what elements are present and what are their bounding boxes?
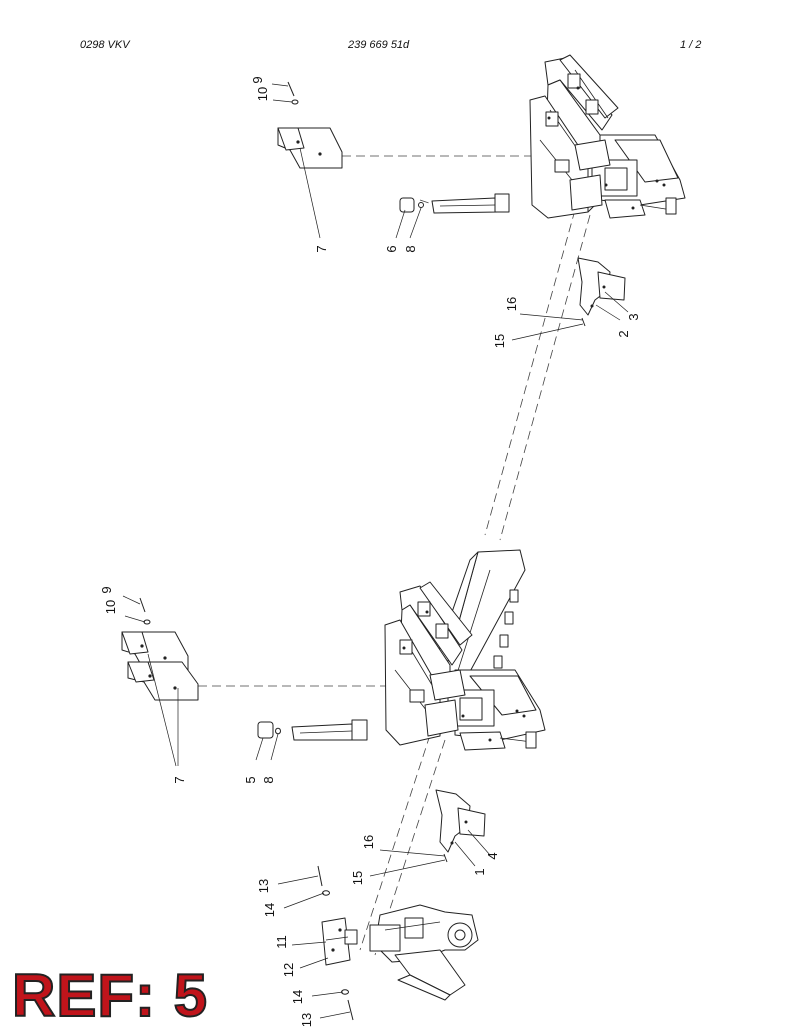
callout-16-upper: 16 [504, 297, 519, 311]
callout-9-lower: 9 [99, 586, 114, 593]
upper-plate-part-7 [277, 127, 343, 169]
callout-10-lower: 10 [103, 600, 118, 614]
callout-7-lower: 7 [172, 776, 187, 783]
lower-callouts: 9 10 7 5 8 16 15 1 4 13 14 11 12 14 13 [99, 586, 500, 1027]
callout-13-lower-bottom: 13 [299, 1013, 314, 1027]
document-code: 0298 VKV [80, 39, 130, 51]
upper-bracket-part-3 [577, 257, 626, 327]
part-number: 239 669 51d [348, 39, 410, 51]
callout-3-upper: 3 [626, 313, 641, 320]
ref-label: REF: 5 [11, 962, 209, 1029]
mounting-assembly [317, 865, 479, 1021]
callout-11-lower: 11 [274, 935, 289, 949]
callout-14-lower-top: 14 [262, 903, 277, 917]
callout-12-lower: 12 [281, 963, 296, 977]
upper-callouts: 9 10 7 6 8 16 15 2 3 [250, 76, 641, 348]
lower-cylinder-part-5 [257, 719, 368, 741]
assembly-lines [198, 155, 591, 956]
callout-6-upper: 6 [384, 245, 399, 252]
callout-15-upper: 15 [492, 334, 507, 348]
upper-cylinder-part-6 [399, 193, 510, 214]
upper-bolt-part-9 [287, 81, 299, 105]
lower-bracket-part-4 [435, 789, 486, 863]
callout-1-lower: 1 [472, 868, 487, 875]
callout-13-lower-top: 13 [256, 879, 271, 893]
callout-8-upper: 8 [403, 245, 418, 252]
callout-9-upper: 9 [250, 76, 265, 83]
callout-4-lower: 4 [485, 852, 500, 859]
page-number: 1 / 2 [680, 39, 702, 51]
upper-frame-assembly [529, 54, 686, 219]
callout-8-lower: 8 [261, 776, 276, 783]
lower-frame-assembly [384, 549, 546, 751]
callout-10-upper: 10 [255, 87, 270, 101]
callout-15-lower: 15 [350, 871, 365, 885]
callout-16-lower: 16 [361, 835, 376, 849]
upper-leader-lines [271, 83, 629, 341]
callout-2-upper: 2 [616, 330, 631, 337]
callout-5-lower: 5 [243, 776, 258, 783]
callout-7-upper: 7 [314, 245, 329, 252]
callout-14-lower-bottom: 14 [290, 990, 305, 1004]
lower-bolt-part-9 [139, 597, 151, 625]
lower-plates-part-7 [121, 631, 199, 701]
lower-leader-lines [122, 595, 491, 1019]
